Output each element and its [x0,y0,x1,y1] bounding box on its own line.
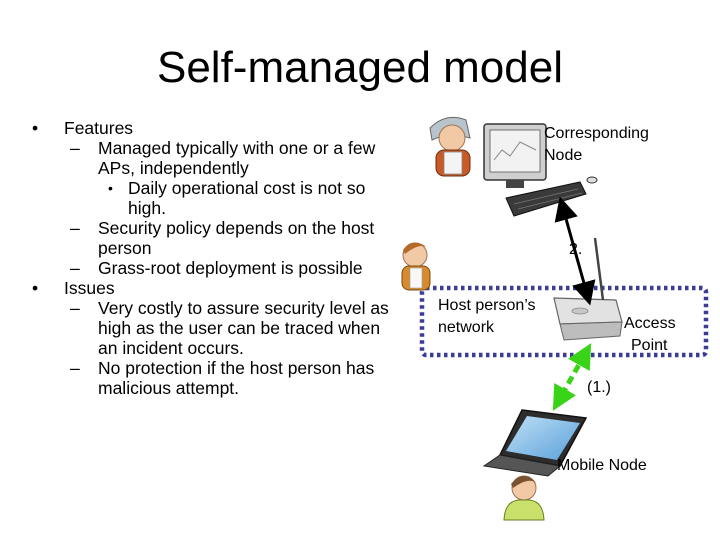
sub-bullet: – Security policy depends on the host pe… [26,218,396,258]
dash-icon: – [70,298,80,318]
sub-bullet: – Grass-root deployment is possible [26,258,396,278]
laptop-icon [482,409,588,477]
bullet-dot-icon: • [108,180,113,196]
bullet-list: • Features – Managed typically with one … [26,118,396,398]
step-1-label: (1.) [587,379,611,396]
computer-icon [483,123,598,217]
host-person-icon [401,242,431,291]
bullet-issues-text: Issues [64,278,115,298]
sub-bullet-text: Very costly to assure security level as … [98,298,389,358]
wired-link-arrow [554,196,596,306]
dash-icon: – [70,358,80,378]
host-network-label-line1: Host person’s [438,297,536,314]
sub-bullet: – Managed typically with one or a few AP… [26,138,396,178]
wireless-link-arrow [552,343,592,411]
corresponding-node-label-line2: Node [544,147,583,164]
bullet-dot-icon: • [32,118,39,138]
mobile-node-label: Mobile Node [557,457,647,474]
person-icon [429,116,471,177]
bullet-features-text: Features [64,118,134,138]
sub-bullet-text: No protection if the host person has mal… [98,358,375,398]
mobile-user-icon [503,475,545,521]
dash-icon: – [70,258,80,278]
host-network-label-line2: network [438,319,495,336]
sub-sub-bullet: • Daily operational cost is not so high. [26,178,396,218]
bullet-features: • Features [26,118,396,138]
sub-bullet-text: Grass-root deployment is possible [98,258,363,278]
dash-icon: – [70,138,80,158]
bullet-dot-icon: • [32,278,39,298]
sub-sub-bullet-text: Daily operational cost is not so high. [128,178,366,218]
bullet-issues: • Issues [26,278,396,298]
sub-bullet: – No protection if the host person has m… [26,358,396,398]
sub-bullet-text: Security policy depends on the host pers… [98,218,375,258]
access-point-label-line1: Access [624,315,676,332]
sub-bullet-text: Managed typically with one or a few APs,… [98,138,376,178]
sub-bullet: – Very costly to assure security level a… [26,298,396,358]
step-2-label: 2. [569,241,583,258]
access-point-label-line2: Point [631,337,668,354]
dash-icon: – [70,218,80,238]
slide-title: Self-managed model [156,43,563,92]
corresponding-node-label-line1: Corresponding [544,125,649,142]
access-point-icon [553,237,623,341]
